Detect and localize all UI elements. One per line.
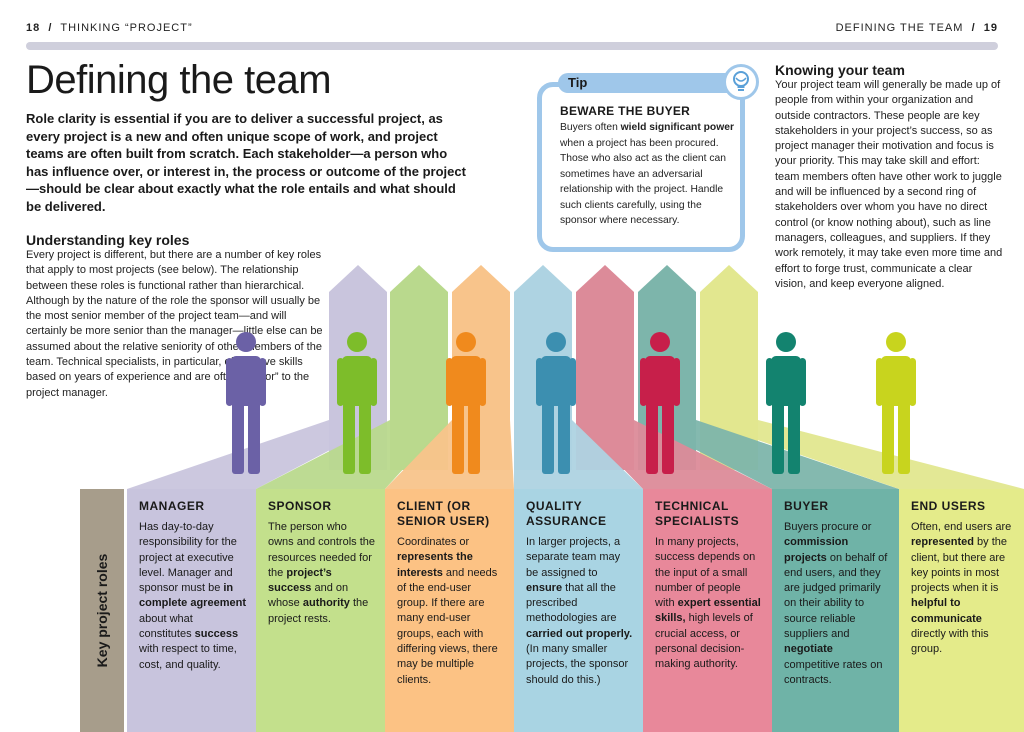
role-column-bg	[643, 489, 772, 732]
role-name: CLIENT (OR SENIOR USER)	[397, 499, 490, 528]
role-description: Coordinates or represents the interests …	[397, 536, 498, 686]
header-separator-left: /	[48, 22, 53, 34]
role-column-buyer: BUYER Buyers procure or commission proje…	[772, 489, 899, 732]
role-description: Has day-to-day responsibility for the pr…	[139, 521, 246, 671]
running-header-right: DEFINING THE TEAM / 19	[836, 22, 998, 34]
role-arrow	[576, 265, 634, 470]
role-name: QUALITY ASSURANCE	[526, 499, 607, 528]
role-column-bg	[256, 489, 385, 732]
role-column-manager: MANAGER Has day-to-day responsibility fo…	[127, 489, 256, 732]
tip-body: Buyers often wield significant power whe…	[560, 122, 734, 226]
role-description: Often, end users are represented by the …	[911, 521, 1012, 656]
header-separator-right: /	[971, 22, 976, 34]
role-column-client: CLIENT (OR SENIOR USER) Coordinates or r…	[385, 489, 514, 732]
running-header-left: 18 / THINKING “PROJECT”	[26, 22, 193, 34]
role-description: Buyers procure or commission projects on…	[784, 521, 888, 686]
role-description: In larger projects, a separate team may …	[526, 536, 633, 686]
knowing-heading: Knowing your team	[775, 62, 905, 78]
role-name: END USERS	[911, 499, 986, 513]
role-column-quality-assurance: QUALITY ASSURANCE In larger projects, a …	[514, 489, 643, 732]
intro-paragraph: Role clarity is essential if you are to …	[26, 111, 466, 214]
role-column-bg	[127, 489, 256, 732]
header-rule	[26, 42, 998, 50]
role-column-bg	[772, 489, 899, 732]
running-title-right: DEFINING THE TEAM	[835, 22, 964, 34]
page-number-right: 19	[983, 22, 998, 34]
role-name: MANAGER	[139, 499, 205, 513]
role-name: BUYER	[784, 499, 829, 513]
person-icon	[536, 332, 576, 474]
lightbulb-icon	[723, 64, 759, 100]
page-number-left: 18	[26, 22, 41, 34]
role-ribbon	[638, 420, 899, 489]
role-name: SPONSOR	[268, 499, 332, 513]
role-column-bg	[514, 489, 643, 732]
role-column-bg	[899, 489, 1024, 732]
person-icon	[337, 332, 377, 474]
tip-heading: BEWARE THE BUYER	[560, 104, 691, 118]
roles-diagram	[127, 265, 1024, 732]
understanding-heading: Understanding key roles	[26, 232, 190, 248]
page-title: Defining the team	[26, 58, 332, 102]
person-icon	[226, 332, 266, 474]
knowing-body: Your project team will generally be made…	[775, 79, 1003, 290]
key-roles-label: Key project roles	[94, 553, 110, 668]
key-roles-bar: Key project roles	[80, 489, 124, 732]
role-description: The person who owns and controls the res…	[268, 521, 376, 625]
role-ribbon	[385, 420, 514, 489]
role-arrow	[390, 265, 448, 470]
role-description: In many projects, success depends on the…	[655, 536, 761, 671]
person-icon	[766, 332, 806, 474]
role-arrow	[700, 265, 758, 470]
role-column-end-users: END USERS Often, end users are represent…	[899, 489, 1024, 732]
tip-label: Tip	[558, 73, 743, 93]
person-icon	[640, 332, 680, 474]
tip-box	[537, 82, 745, 252]
person-icon	[446, 332, 486, 474]
role-column-bg	[385, 489, 514, 732]
running-title-left: THINKING “PROJECT”	[60, 22, 193, 34]
person-icon	[876, 332, 916, 474]
role-column-sponsor: SPONSOR The person who owns and controls…	[256, 489, 385, 732]
role-name: TECHNICAL SPECIALISTS	[655, 499, 740, 528]
role-column-technical-specialists: TECHNICAL SPECIALISTS In many projects, …	[643, 489, 772, 732]
